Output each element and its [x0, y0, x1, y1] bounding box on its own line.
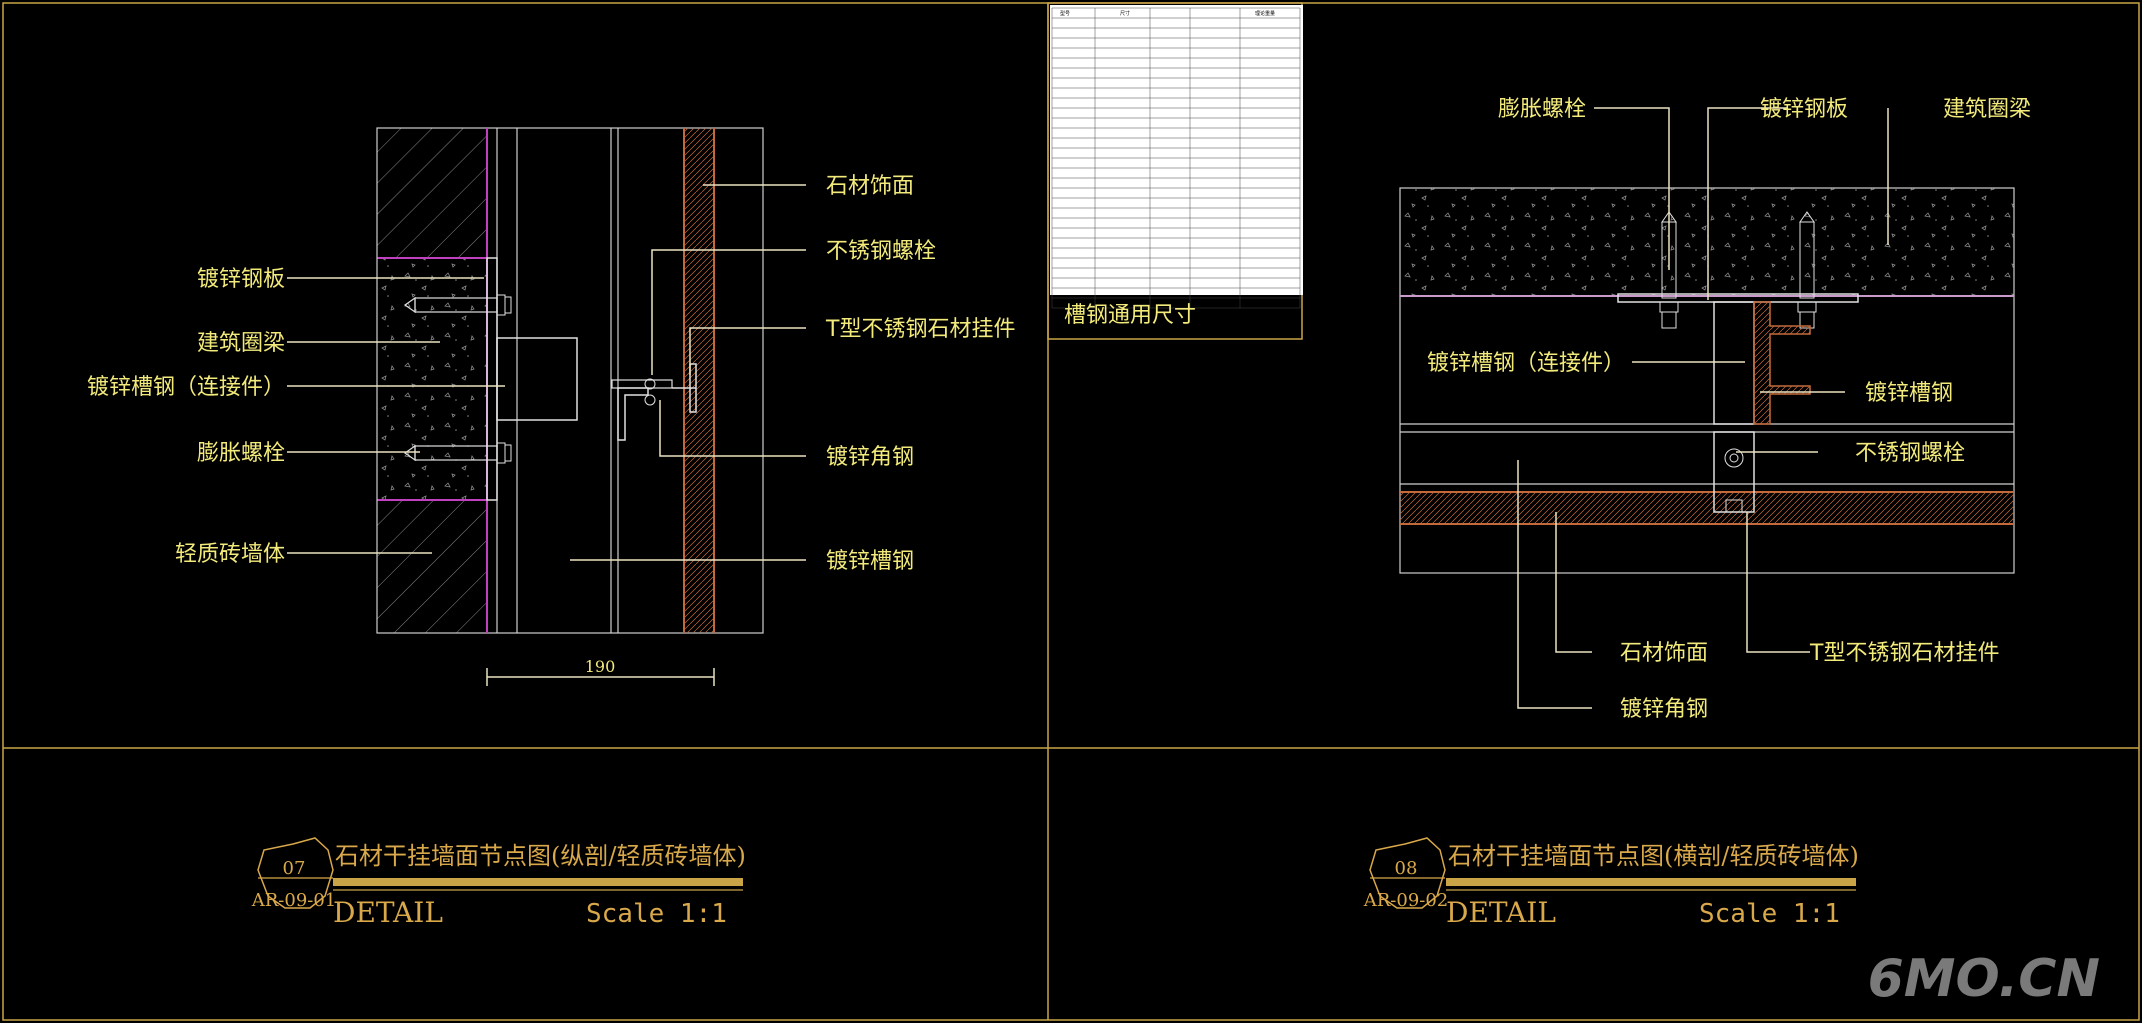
expansion-bolt-bottom: [403, 442, 512, 464]
detail-title-left: 石材干挂墙面节点图(纵剖/轻质砖墙体): [335, 842, 746, 870]
label-stainless-bolt-left: 不锈钢螺栓: [826, 239, 936, 264]
label-stainless-bolt-right: 不锈钢螺栓: [1855, 441, 1965, 466]
left-title-block: 07 AR-09-01 石材干挂墙面节点图(纵剖/轻质砖墙体) DETAIL S…: [251, 837, 746, 929]
scale-left: Scale 1:1: [586, 899, 727, 929]
label-ring-beam-right: 建筑圈梁: [1943, 97, 2031, 122]
dimension-190: 190: [585, 657, 616, 676]
watermark: 6MO.CN: [1868, 949, 2100, 1009]
detail-number-bubble-right: [1369, 837, 1446, 909]
left-section-drawing: 190: [287, 127, 806, 686]
label-ring-beam-left: 建筑圈梁: [197, 331, 285, 356]
detail-number-left: 07: [283, 858, 306, 879]
detail-title-right: 石材干挂墙面节点图(横剖/轻质砖墙体): [1448, 842, 1859, 870]
right-section-drawing: [1399, 107, 2015, 709]
t-hanger: [672, 363, 697, 413]
label-channel-connector-left: 镀锌槽钢（连接件）: [87, 375, 285, 400]
label-brick-wall-left: 轻质砖墙体: [175, 542, 285, 567]
detail-number-right: 08: [1395, 858, 1418, 879]
channel-size-table: 型号 尺寸 理论重量 槽钢通用尺寸: [1047, 2, 1303, 340]
label-expansion-bolt-left: 膨胀螺栓: [197, 441, 285, 466]
label-galv-plate-right: 镀锌钢板: [1760, 97, 1848, 122]
ring-beam-concrete: [377, 258, 487, 500]
detail-label-right: DETAIL: [1446, 896, 1556, 929]
label-expansion-bolt-right: 膨胀螺栓: [1498, 97, 1586, 122]
detail-number-bubble-left: [257, 837, 334, 909]
right-title-block: 08 AR-09-02 石材干挂墙面节点图(横剖/轻质砖墙体) DETAIL S…: [1363, 837, 1859, 929]
label-galv-angle-left: 镀锌角钢: [826, 445, 914, 470]
detail-label-left: DETAIL: [333, 896, 443, 929]
ring-beam-concrete-right: [1400, 188, 2014, 296]
sheet-code-left: AR-09-01: [251, 890, 337, 911]
galvanized-angle: [617, 387, 649, 441]
scale-right: Scale 1:1: [1699, 899, 1840, 929]
label-t-hanger-right: T型不锈钢石材挂件: [1809, 641, 1999, 666]
sheet-code-right: AR-09-02: [1363, 890, 1449, 911]
channel-connector-right: [1713, 301, 1755, 425]
label-stone-face-right: 石材饰面: [1620, 641, 1708, 666]
label-channel-connector-right: 镀锌槽钢（连接件）: [1427, 351, 1625, 376]
label-galv-angle-right: 镀锌角钢: [1620, 697, 1708, 722]
table-header-cell: 理论重量: [1255, 10, 1275, 17]
stone-face-hatch: [684, 128, 714, 633]
left-leaders: [287, 184, 806, 561]
table-header-cell: 型号: [1060, 10, 1070, 17]
table-header-cell: 尺寸: [1120, 10, 1130, 17]
table-caption: 槽钢通用尺寸: [1064, 303, 1196, 328]
channel-connector: [496, 337, 578, 421]
right-leaders: [1517, 107, 1889, 709]
stone-face-hatch-right: [1400, 492, 2014, 524]
expansion-bolt-top: [403, 294, 512, 316]
label-stone-face-left: 石材饰面: [826, 174, 914, 199]
label-galv-plate-left: 镀锌钢板: [197, 267, 285, 292]
label-galv-channel-right: 镀锌槽钢: [1865, 381, 1953, 406]
galvanized-channel-right: [1753, 301, 1811, 425]
label-galv-channel-left: 镀锌槽钢: [826, 549, 914, 574]
label-t-hanger-left: T型不锈钢石材挂件: [825, 317, 1015, 342]
